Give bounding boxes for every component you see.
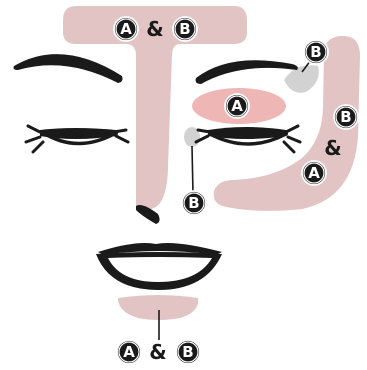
chin-area: [118, 295, 198, 320]
cheek-badge-a: A: [302, 161, 326, 185]
brow-bone-badge-b: B: [304, 40, 328, 64]
cheek-ampersand: &: [324, 136, 341, 160]
mouth: [96, 243, 222, 290]
inner-eye-badge-b: B: [182, 191, 206, 215]
forehead-badge-a: A: [114, 17, 138, 41]
nose-mark: [136, 205, 160, 224]
svg-text:A: A: [231, 97, 243, 115]
svg-text:B: B: [182, 343, 193, 361]
inner-eye-leader-line: [192, 146, 193, 194]
under-eye-badge-a: A: [225, 94, 249, 118]
right-closed-eye: [196, 126, 300, 152]
svg-text:B: B: [340, 108, 351, 126]
left-closed-eye: [26, 126, 128, 152]
svg-text:A: A: [308, 164, 320, 182]
svg-text:B: B: [179, 20, 190, 38]
chin-badge-b: B: [176, 340, 200, 364]
forehead-label: A & B: [114, 17, 197, 41]
left-eyebrow: [14, 54, 123, 83]
right-eyebrow: [196, 60, 298, 84]
svg-text:B: B: [310, 43, 321, 61]
svg-text:B: B: [188, 194, 199, 212]
chin-ampersand: &: [149, 340, 166, 364]
chin-badge-a: A: [117, 340, 141, 364]
chin-label: A & B: [117, 340, 200, 364]
svg-text:A: A: [123, 343, 135, 361]
forehead-badge-b: B: [173, 17, 197, 41]
svg-text:A: A: [120, 20, 132, 38]
brow-bone-highlight: [284, 65, 319, 93]
cheek-badge-b: B: [334, 105, 358, 129]
forehead-ampersand: &: [146, 17, 163, 41]
